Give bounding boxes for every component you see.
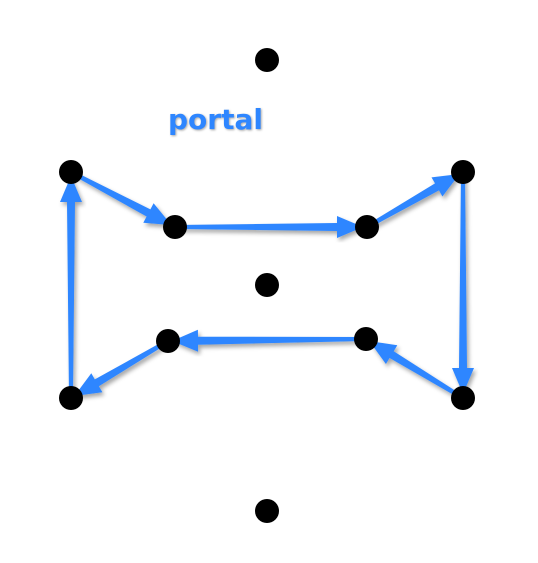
inner-left-top-dot [163,215,187,239]
top-dot [255,48,279,72]
arrow-inner-left-top-to-inner-right-top [175,216,363,238]
inner-left-bottom-dot [156,329,180,353]
right-top-dot [451,160,475,184]
portal-label: portal [168,103,263,136]
inner-right-bottom-dot [354,327,378,351]
arrow-inner-right-bottom-to-inner-left-bottom [172,329,366,352]
arrow-inner-left-bottom-to-left-bottom [74,339,169,396]
left-bottom-dot [59,386,83,410]
bottom-dot [255,499,279,523]
inner-right-top-dot [355,215,379,239]
arrow-left-bottom-to-left-top [60,176,82,398]
arrows-group [60,170,474,400]
dots-group [59,48,475,523]
center-dot [255,273,279,297]
arrow-right-top-to-right-bottom [452,172,474,394]
arrow-right-bottom-to-inner-right-bottom [369,341,464,400]
right-bottom-dot [451,386,475,410]
arrow-left-top-to-inner-left-top [70,170,172,226]
arrow-inner-right-top-to-right-top [366,174,460,229]
left-top-dot [59,160,83,184]
